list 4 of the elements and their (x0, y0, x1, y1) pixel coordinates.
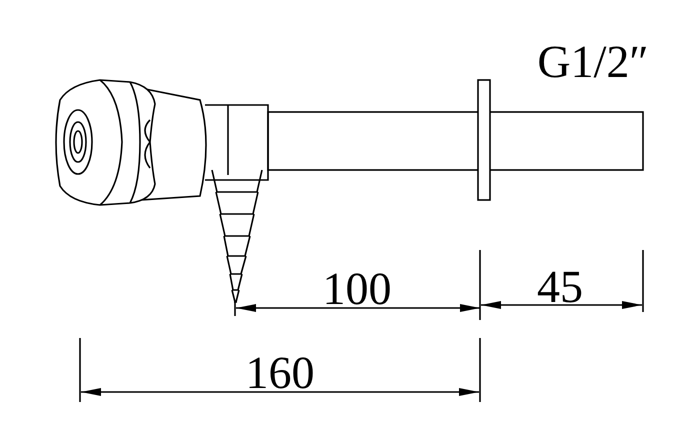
dimension-label: 45 (537, 264, 583, 310)
thread-size-label: G1/2″ (537, 39, 649, 85)
dimension-label: 100 (322, 266, 392, 312)
dimension-label: 160 (246, 350, 314, 396)
